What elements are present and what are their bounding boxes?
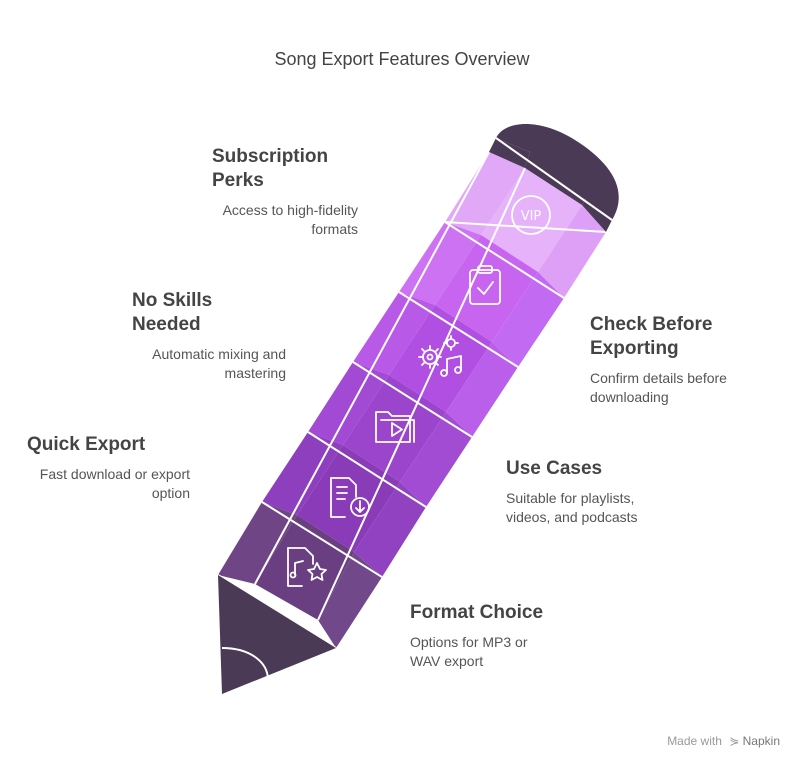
segment-quick-right	[400, 412, 472, 507]
folder-play-icon	[375, 411, 415, 443]
made-with-footer: Made with ⋟ Napkin	[667, 734, 780, 748]
feature-heading: No Skills Needed	[132, 290, 213, 335]
segment-check-right	[446, 342, 518, 437]
vip-label: VIP	[521, 209, 542, 224]
feature-check-before-exporting: Check Before Exporting Confirm details b…	[590, 313, 780, 407]
segment-format-right	[318, 552, 382, 648]
feature-quick-export: Quick Export Fast download or export opt…	[20, 433, 190, 503]
feature-no-skills-needed: No Skills Needed Automatic mixing and ma…	[110, 289, 286, 383]
pencil-tip	[218, 575, 336, 694]
feature-heading: Format Choice	[410, 602, 544, 623]
feature-heading: Subscription Perks	[212, 146, 329, 191]
pencil-body	[218, 152, 606, 648]
segment-format-left	[218, 502, 297, 584]
gears-music-icon	[418, 335, 462, 377]
feature-description: Options for MP3 or WAV export	[410, 634, 528, 669]
segment-skills-mid	[435, 235, 538, 342]
segment-skills-left	[399, 222, 481, 305]
feature-description: Automatic mixing and mastering	[152, 346, 286, 381]
segment-skills-right	[492, 272, 564, 367]
segment-check-mid	[389, 305, 492, 412]
feature-heading: Quick Export	[27, 434, 146, 455]
segment-quick-mid	[343, 375, 446, 482]
segment-usecases-left	[262, 432, 343, 515]
vip-icon: VIP	[511, 195, 551, 235]
diagram-title: Song Export Features Overview	[274, 49, 530, 69]
napkin-logo-icon: ⋟	[729, 734, 740, 748]
segment-subscription-mid	[481, 168, 582, 272]
music-file-star-icon	[287, 547, 327, 587]
feature-description: Access to high-fidelity formats	[222, 202, 358, 237]
pencil-eraser	[489, 124, 619, 232]
napkin-brand: Napkin	[742, 734, 780, 748]
feature-heading: Check Before Exporting	[590, 314, 713, 359]
segment-check-left	[353, 292, 435, 375]
feature-description: Confirm details before downloading	[590, 370, 727, 405]
feature-heading: Use Cases	[506, 458, 603, 479]
segment-usecases-right	[354, 482, 426, 577]
segment-subscription-left	[445, 152, 525, 235]
feature-use-cases: Use Cases Suitable for playlists, videos…	[506, 457, 686, 527]
feature-description: Fast download or export option	[39, 466, 190, 501]
segment-subscription-right	[538, 205, 606, 298]
made-with-label: Made with	[667, 734, 722, 748]
segment-usecases-mid	[297, 445, 400, 552]
segment-quick-left	[308, 362, 389, 445]
clipboard-check-icon	[469, 265, 501, 305]
document-download-icon	[330, 477, 370, 518]
feature-description: Suitable for playlists, videos, and podc…	[506, 490, 638, 525]
feature-format-choice: Format Choice Options for MP3 or WAV exp…	[410, 601, 600, 671]
feature-subscription-perks: Subscription Perks Access to high-fideli…	[130, 145, 358, 239]
